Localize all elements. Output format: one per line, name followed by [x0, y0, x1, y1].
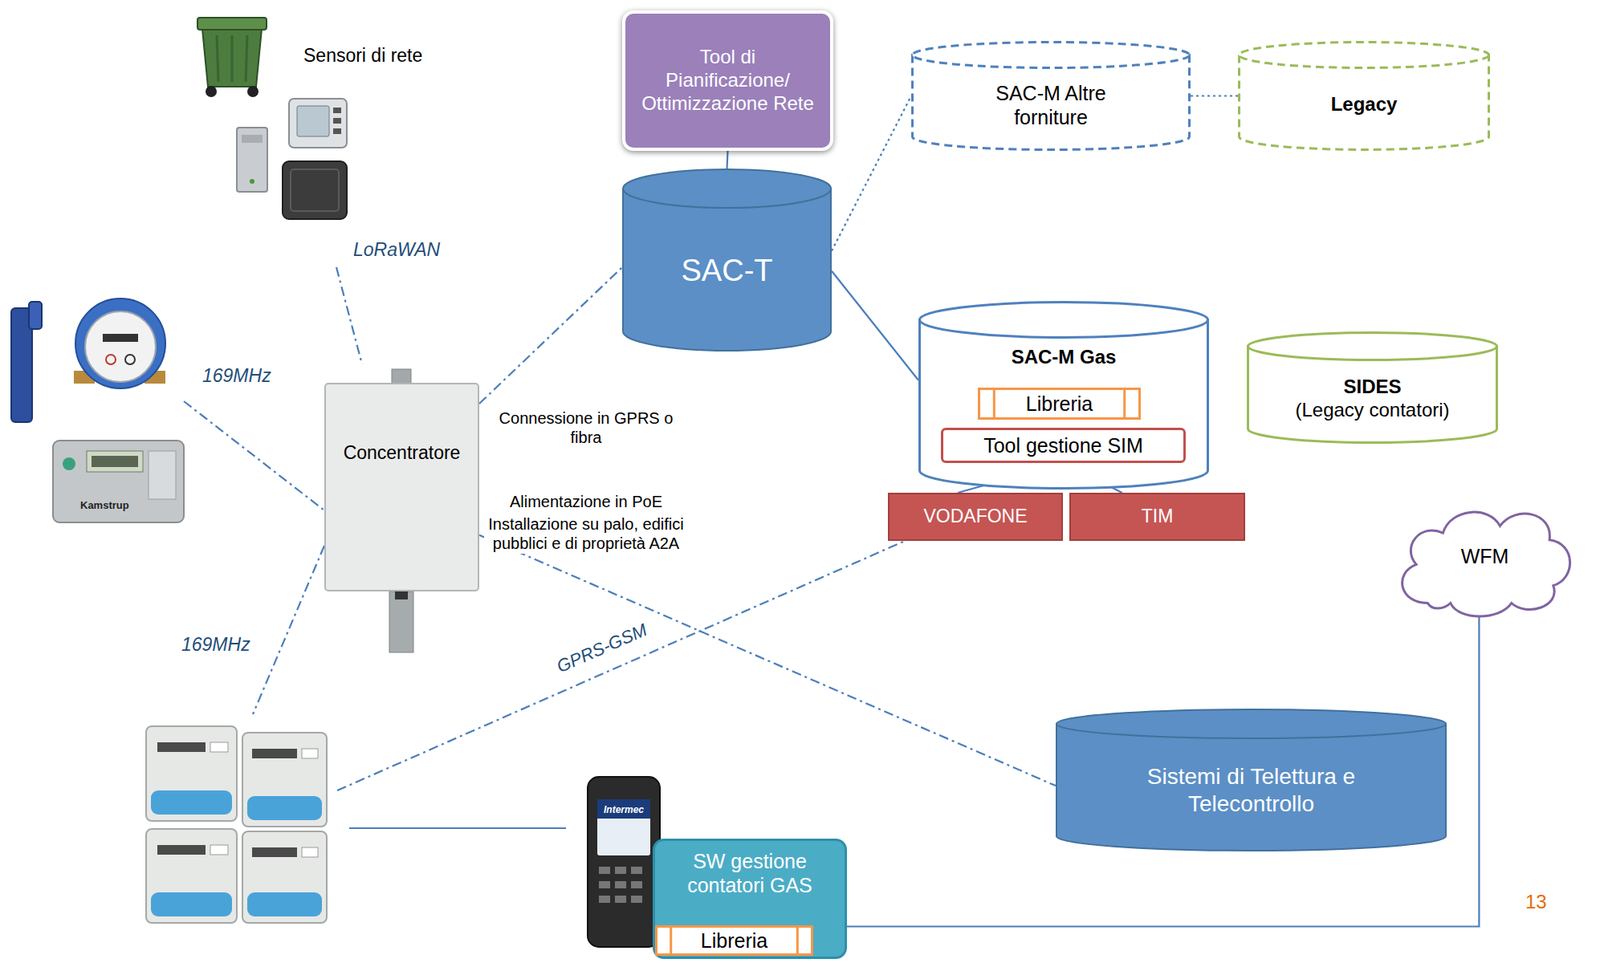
- database-cylinder: SIDES(Legacy contatori): [1246, 331, 1499, 444]
- protocol-label: GPRS-GSM: [553, 619, 651, 678]
- library-bar: [796, 927, 799, 956]
- node-text: Libreria: [1025, 391, 1093, 416]
- library-box: Libreria: [977, 387, 1141, 420]
- node-text: Tool di Pianificazione/ Ottimizzazione R…: [639, 45, 816, 115]
- connector-line: [846, 616, 1479, 928]
- node-text: Libreria: [700, 928, 768, 953]
- text-area: Sistemi di Telettura e Telecontrollo: [1063, 740, 1439, 841]
- cylinder-body: [920, 320, 1209, 489]
- connector-line: [831, 96, 912, 252]
- software-box: SW gestione contatori GAS Libreria: [652, 838, 847, 960]
- gas-meters: [146, 726, 327, 924]
- node-text: Sistemi di Telettura e Telecontrollo: [1119, 763, 1385, 818]
- text-area: SAC-M Altre forniture: [919, 66, 1183, 143]
- library-frame: [979, 389, 1140, 420]
- library-bar: [1123, 389, 1126, 420]
- brand-label: Intermec: [603, 804, 644, 816]
- connector-line: [1190, 94, 1238, 97]
- node-text: SW gestione contatori GAS: [663, 849, 837, 898]
- note-text: Alimentazione in PoE: [484, 491, 689, 513]
- grey-sensor-box: [236, 127, 268, 192]
- text-area: Libreria: [674, 927, 794, 955]
- protocol-label: LoRaWAN: [353, 239, 440, 262]
- radio-link: [183, 401, 325, 511]
- manhole-sensor: [282, 161, 347, 220]
- cylinder-top: [912, 42, 1190, 69]
- cylinder-top: [622, 169, 831, 208]
- tool-box: Tool di Pianificazione/ Ottimizzazione R…: [622, 10, 834, 151]
- node-text: SAC-T: [681, 252, 774, 290]
- note-text: Installazione su palo, edifici pubblici …: [484, 513, 689, 554]
- node-text: WFM: [1461, 544, 1510, 569]
- radio-links: [183, 267, 904, 829]
- thermostat-sensor: [289, 98, 347, 148]
- node-text: VODAFONE: [923, 505, 1027, 529]
- cylinder-top: [1248, 333, 1498, 361]
- database-cylinder: SAC-M Altre forniture: [911, 40, 1191, 151]
- operator-box: VODAFONE: [887, 492, 1063, 542]
- text-area: Libreria: [998, 390, 1120, 418]
- library-box: Libreria: [655, 925, 814, 957]
- water-meter-radio-module: [11, 301, 42, 423]
- water-meter: [73, 298, 166, 389]
- heat-meter: [52, 440, 184, 523]
- text-area: SAC-T: [630, 207, 824, 336]
- cloud-shape: WFM: [1389, 494, 1580, 618]
- sim-tool-box: Tool gestione SIM: [940, 427, 1186, 464]
- text-area: Tool di Pianificazione/ Ottimizzazione R…: [639, 23, 816, 139]
- library-frame: [656, 927, 813, 956]
- text-area: TIM: [1077, 497, 1238, 537]
- handheld-terminal: [587, 777, 660, 948]
- node-text: (Legacy contatori): [1294, 398, 1450, 423]
- connector-line: [831, 271, 919, 381]
- text-area: WFM: [1408, 513, 1561, 599]
- frequency-label: 169MHz: [202, 365, 272, 388]
- cylinder-body: [622, 188, 831, 351]
- node-text: Concentratore: [343, 442, 461, 465]
- node-text: SIDES: [1343, 375, 1401, 399]
- cylinder-body: [1239, 55, 1490, 151]
- library-bar: [669, 927, 672, 956]
- concentrator-box: Concentratore: [324, 382, 480, 592]
- text-area: SW gestione contatori GAS: [663, 849, 837, 919]
- cloud-outline: [1402, 512, 1571, 617]
- operator-box: TIM: [1069, 492, 1246, 542]
- connector-line: [479, 535, 1056, 786]
- text-area: SIDES(Legacy contatori): [1254, 362, 1491, 436]
- database-cylinder: Legacy: [1237, 40, 1491, 151]
- text-area: Concentratore: [327, 442, 477, 583]
- radio-link: [252, 545, 325, 715]
- cylinder-top: [920, 302, 1209, 338]
- cylinder-body: [1056, 724, 1446, 851]
- cable-link: [349, 827, 566, 830]
- brand-label: Kamstrup: [80, 499, 130, 513]
- frequency-label: 169MHz: [181, 634, 251, 657]
- cylinder-top: [1239, 42, 1490, 69]
- database-cylinder: SAC-T: [622, 168, 832, 352]
- waste-bin-sensor: [197, 17, 267, 98]
- text-area: VODAFONE: [895, 497, 1055, 537]
- library-bar: [993, 389, 996, 420]
- lorawan-link: [336, 267, 363, 365]
- cylinder-body: [912, 55, 1190, 151]
- node-text: TIM: [1141, 505, 1174, 529]
- group-label: Sensori di rete: [303, 44, 423, 68]
- node-text: Legacy: [1331, 93, 1398, 117]
- database-cylinder: SAC-M GasLibreriaTool gestione SIM: [918, 301, 1210, 490]
- note-text: Connessione in GPRS o fibra: [484, 407, 689, 448]
- cylinder-top: [1056, 709, 1446, 739]
- connector-line: [479, 267, 623, 404]
- node-text: SAC-M Altre forniture: [970, 81, 1132, 130]
- node-text: Tool gestione SIM: [983, 433, 1144, 458]
- connector-line: [727, 150, 729, 169]
- text-area: Legacy: [1245, 66, 1482, 143]
- page-number: 13: [1525, 891, 1548, 915]
- text-area: Tool gestione SIM: [949, 432, 1177, 459]
- node-text: SAC-M Gas: [1011, 346, 1117, 370]
- database-cylinder: Sistemi di Telettura e Telecontrollo: [1055, 708, 1447, 852]
